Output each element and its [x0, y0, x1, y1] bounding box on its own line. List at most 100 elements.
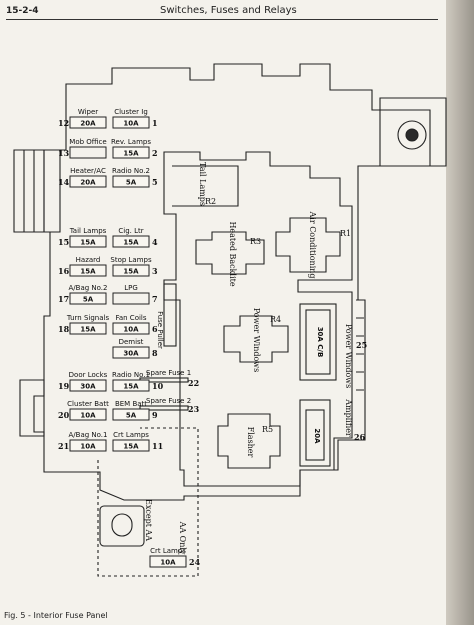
amplifier-housing	[299, 399, 331, 467]
fuse-18-number: 18	[58, 324, 70, 334]
fuse-4-label: Cig. Ltr	[118, 227, 143, 235]
fuse-16-number: 16	[58, 266, 70, 276]
fuse-7-number: 7	[152, 294, 158, 304]
fuse-9-slot	[112, 408, 150, 421]
breaker-inner	[305, 309, 331, 375]
r4-housing	[223, 315, 289, 363]
fuse-2-slot	[112, 146, 150, 159]
header-rule	[6, 19, 438, 20]
fuse-19-rating: 30A	[80, 383, 96, 391]
page-number: 15-2-4	[6, 6, 39, 16]
fuse-10-rating: 15A	[123, 383, 139, 391]
fuse-15-rating: 15A	[80, 239, 96, 247]
fuse-15-number: 15	[58, 237, 69, 247]
fuse-4-rating: 15A	[123, 239, 139, 247]
fuse-17-label: A/Bag No.2	[69, 284, 108, 292]
fuse-8-slot	[112, 346, 150, 359]
fuse-16-label: Hazard	[76, 256, 101, 264]
mount-bracket	[379, 97, 447, 167]
fuse-9-number: 9	[152, 410, 158, 420]
fuse-8-label: Demist	[119, 338, 144, 346]
fuse-17-rating: 5A	[83, 296, 94, 304]
fuse-2-number: 2	[152, 148, 158, 158]
fuse-13-slot	[69, 146, 107, 159]
fuse-5-rating: 5A	[126, 179, 137, 187]
mount-hole-inner	[405, 128, 419, 142]
fuse-2-label: Rev. Lamps	[111, 138, 151, 146]
mount-boss	[99, 505, 145, 547]
fuse-24: Crt Lamps 10A 24	[149, 547, 201, 568]
r1-housing	[275, 217, 341, 273]
fuse-6-number: 6	[152, 324, 158, 334]
r4-id: R4	[270, 315, 281, 324]
fuse-18-rating: 15A	[80, 326, 96, 334]
fuse-20-label: Cluster Batt	[67, 400, 109, 408]
fuse-24-rating: 10A	[160, 559, 176, 567]
r5-label: Flasher	[246, 427, 255, 458]
fuse-1-slot	[112, 116, 150, 129]
fuse-7: LPG 7	[112, 284, 158, 305]
fuse-12-number: 12	[58, 118, 69, 128]
fuse-24-label: Crt Lamps	[150, 547, 186, 555]
fuse-15-slot	[69, 235, 107, 248]
right-ribs	[356, 299, 364, 391]
fuse-2: Rev. Lamps 15A 2	[111, 138, 158, 159]
mount-boss-slot	[111, 513, 133, 537]
fuse-19-number: 19	[58, 381, 70, 391]
fuse-6-slot	[112, 322, 150, 335]
fuse-1-number: 1	[152, 118, 158, 128]
fuse-19-slot	[69, 379, 107, 392]
left-connector	[13, 149, 61, 233]
left-side-tab	[19, 379, 45, 437]
r5-housing	[217, 413, 281, 469]
except-aa-label: Except AA	[144, 499, 153, 541]
r4-label: Power Windows	[252, 308, 261, 373]
fuse-11-number: 11	[152, 441, 163, 451]
fuse-11-rating: 15A	[123, 443, 139, 451]
fuse-3-slot	[112, 264, 150, 277]
fuse-21-rating: 10A	[80, 443, 96, 451]
fuse-10-number: 10	[152, 381, 164, 391]
mount-hole	[397, 120, 427, 150]
spare-fuse-bar-2	[139, 405, 189, 411]
fuse-puller-slot	[163, 283, 177, 347]
fuse-19-label: Door Locks	[69, 371, 108, 379]
fuse-3-label: Stop Lamps	[110, 256, 152, 264]
optional-area-outline	[97, 427, 199, 577]
fuse-24-number: 24	[189, 557, 201, 567]
fuse-2-rating: 15A	[123, 150, 139, 158]
fuse-12-label: Wiper	[78, 108, 98, 116]
r2-id: R2	[205, 197, 216, 206]
fuse-21-number: 21	[58, 441, 69, 451]
number-23: 23	[188, 404, 200, 414]
page-title: Switches, Fuses and Relays	[160, 5, 297, 16]
fuse-24-slot	[149, 555, 187, 568]
fuse-20-slot	[69, 408, 107, 421]
spare-fuse-2-label: Spare Fuse 2	[146, 397, 191, 405]
fuse-12-slot	[69, 116, 107, 129]
aa-only-label: AA Only	[178, 521, 187, 555]
fuse-7-label: LPG	[124, 284, 138, 292]
fuse-6-rating: 10A	[123, 326, 139, 334]
fuse-16-slot	[69, 264, 107, 277]
spare-fuse-1-label: Spare Fuse 1	[146, 369, 191, 377]
fuse-14-rating: 20A	[80, 179, 96, 187]
fuse-5-slot	[112, 175, 150, 188]
fuse-20-rating: 10A	[80, 412, 96, 420]
relay-cavity	[163, 151, 353, 487]
amplifier-inner	[305, 409, 325, 461]
